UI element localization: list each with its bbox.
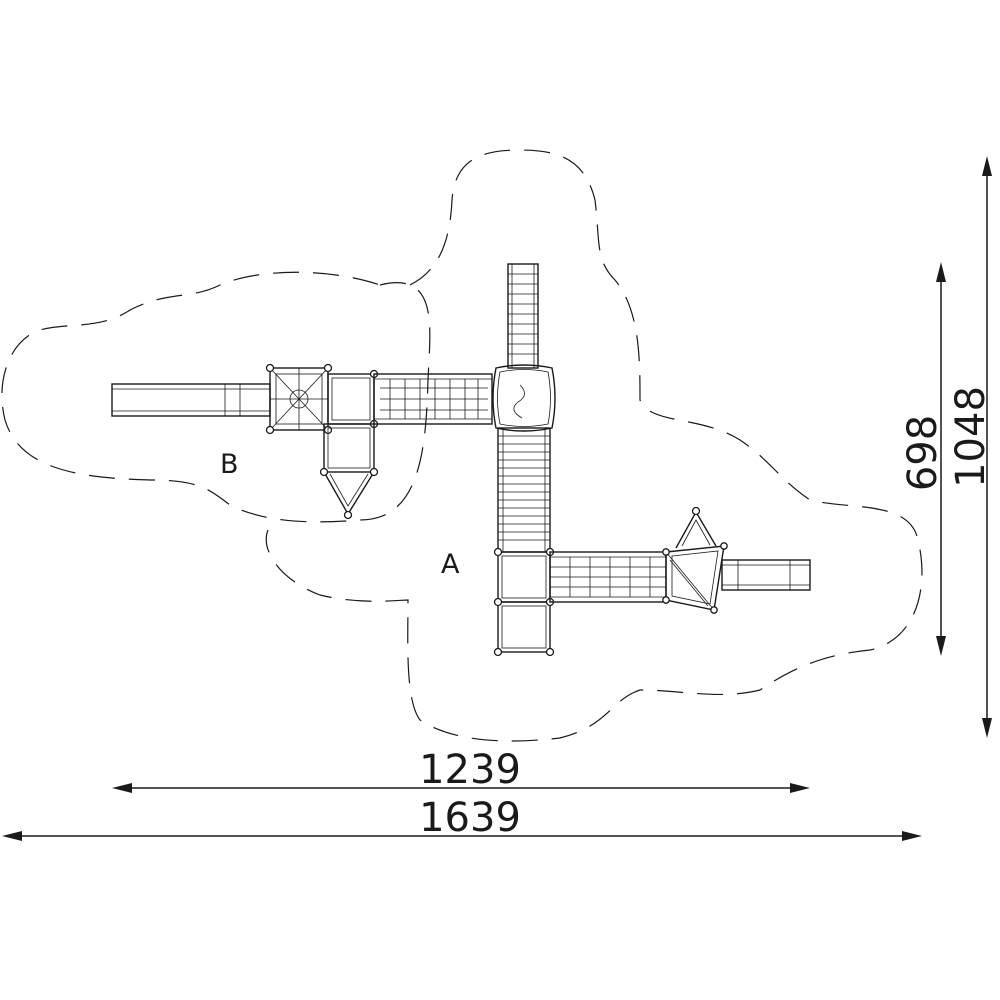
- dimension-width-outer: 1639: [2, 795, 922, 841]
- horizontal-bridge: [549, 551, 667, 603]
- dimension-height-inner: 698: [900, 262, 946, 656]
- dimension-height-outer: 1048: [948, 156, 994, 738]
- net-bridge-top: [373, 373, 493, 425]
- tower-a-upper: [497, 551, 551, 603]
- structure-a: [493, 547, 555, 657]
- roof-tower-b: [265, 363, 333, 435]
- zone-label-b: B: [220, 449, 239, 480]
- slide-b: [111, 383, 271, 417]
- tower-a-lower: [497, 601, 551, 653]
- zone-label-a: A: [441, 549, 460, 580]
- safety-zone-b: [1, 271, 431, 523]
- dimension-width-inner: 1239: [112, 747, 810, 793]
- dimension-width-inner-label: 1239: [419, 747, 521, 793]
- slide-a: [721, 559, 811, 591]
- central-tower: [492, 364, 556, 432]
- dimension-height-inner-label: 698: [900, 415, 946, 491]
- platform-tower-b: [327, 369, 379, 429]
- dimension-height-outer-label: 1048: [948, 386, 994, 488]
- safety-zone-a: [265, 149, 923, 742]
- triangle-tower-a: [662, 506, 728, 614]
- triangle-deck-b: [319, 423, 379, 520]
- vertical-bridge: [497, 427, 551, 553]
- structure-b: [111, 363, 379, 520]
- ladder: [507, 263, 539, 369]
- dimension-width-outer-label: 1639: [419, 795, 521, 841]
